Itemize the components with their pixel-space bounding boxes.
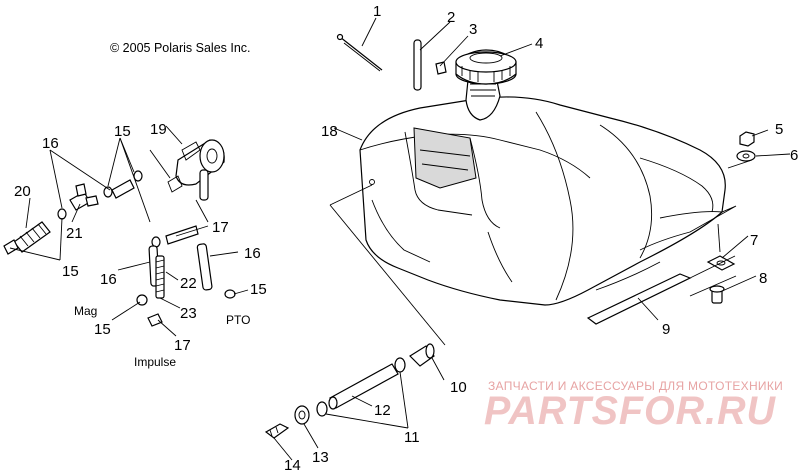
clamp-11a bbox=[394, 357, 406, 373]
callout-2: 2 bbox=[447, 9, 455, 26]
callout-8: 8 bbox=[759, 270, 767, 287]
callout-7: 7 bbox=[750, 232, 758, 249]
washer-13 bbox=[294, 405, 310, 425]
springs-22-23 bbox=[155, 255, 165, 299]
copyright-text: © 2005 Polaris Sales Inc. bbox=[110, 41, 251, 55]
callout-17-top: 17 bbox=[212, 219, 229, 236]
callout-15-top: 15 bbox=[114, 123, 131, 140]
filter-20 bbox=[3, 221, 51, 255]
vent-line-1 bbox=[336, 33, 383, 72]
clip-3 bbox=[435, 61, 447, 75]
callout-6: 6 bbox=[790, 147, 798, 164]
vent-hose-2 bbox=[413, 39, 422, 91]
fuel-cap bbox=[455, 49, 517, 85]
callout-15-right: 15 bbox=[250, 281, 267, 298]
label-impulse: Impulse bbox=[134, 355, 176, 369]
callout-3: 3 bbox=[469, 21, 477, 38]
callout-1: 1 bbox=[373, 3, 381, 20]
fuel-line-12 bbox=[328, 363, 399, 410]
nut-5 bbox=[739, 131, 755, 147]
callout-15-bottom: 15 bbox=[94, 321, 111, 338]
callout-11: 11 bbox=[404, 429, 420, 446]
washer-6 bbox=[736, 150, 756, 162]
callout-23: 23 bbox=[180, 305, 197, 322]
watermark: ЗАПЧАСТИ И АКСЕССУАРЫ ДЛЯ МОТОТЕХНИКИ PA… bbox=[484, 379, 783, 433]
callout-16-mid: 16 bbox=[100, 271, 117, 288]
callout-22: 22 bbox=[180, 275, 197, 292]
callout-numbers: 1 2 3 4 5 6 7 8 9 10 11 12 13 14 18 19 1… bbox=[14, 3, 798, 473]
callout-12: 12 bbox=[374, 402, 391, 419]
bolt-8 bbox=[709, 285, 725, 304]
label-pto: PTO bbox=[226, 313, 250, 327]
watermark-brand: PARTSFOR.RU bbox=[484, 389, 776, 433]
fittings-17 bbox=[147, 225, 199, 327]
pump-19 bbox=[167, 139, 225, 201]
callout-9: 9 bbox=[662, 321, 670, 338]
fitting-10 bbox=[409, 343, 435, 367]
callout-20: 20 bbox=[14, 183, 31, 200]
callout-14: 14 bbox=[284, 457, 301, 473]
callout-5: 5 bbox=[775, 121, 783, 138]
callout-13: 13 bbox=[312, 449, 329, 466]
clamp-11b bbox=[316, 401, 328, 417]
callout-17-bottom: 17 bbox=[174, 337, 191, 354]
valve-21 bbox=[69, 183, 99, 211]
callout-16-top: 16 bbox=[42, 135, 59, 152]
watermark-subtitle: ЗАПЧАСТИ И АКСЕССУАРЫ ДЛЯ МОТОТЕХНИКИ bbox=[488, 379, 783, 393]
callout-18: 18 bbox=[321, 123, 338, 140]
label-mag: Mag bbox=[74, 304, 97, 318]
callout-10: 10 bbox=[450, 379, 467, 396]
leader-lines bbox=[9, 17, 791, 461]
fuel-tank bbox=[359, 74, 737, 306]
callout-15-left: 15 bbox=[62, 263, 79, 280]
callout-19: 19 bbox=[150, 121, 167, 138]
callout-16-right: 16 bbox=[244, 245, 261, 262]
callout-4: 4 bbox=[535, 35, 543, 52]
callout-21: 21 bbox=[66, 225, 83, 242]
fitting-14 bbox=[264, 423, 290, 439]
